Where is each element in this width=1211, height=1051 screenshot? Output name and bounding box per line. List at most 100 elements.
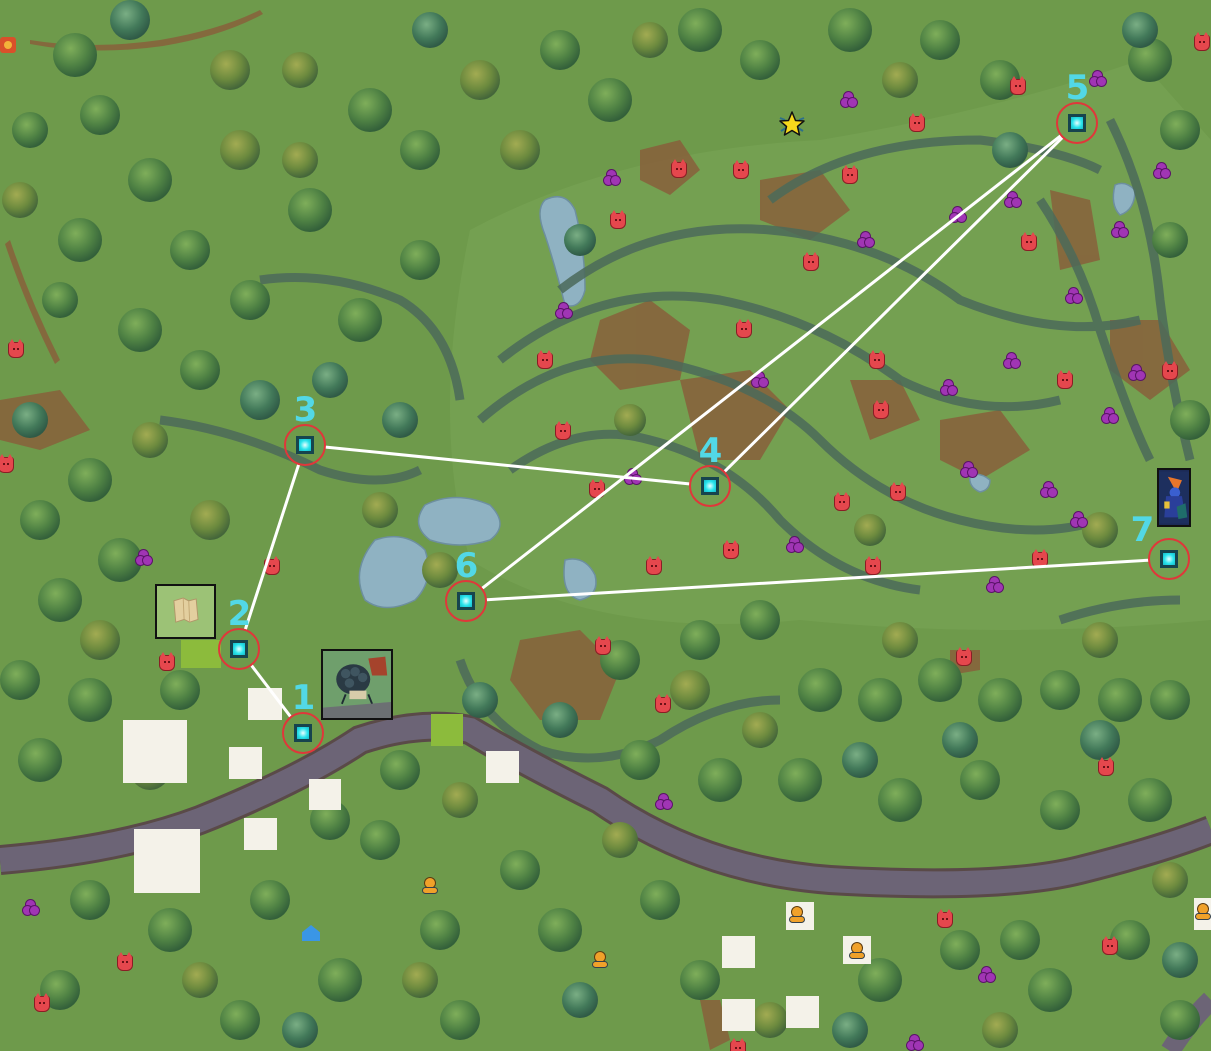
character-thumbnail-wizard[interactable]	[1157, 468, 1191, 527]
route-segment-3-4	[324, 445, 691, 486]
enemy-icon[interactable]	[737, 319, 751, 337]
waypoint-ring-5[interactable]	[1056, 102, 1098, 144]
enemy-icon[interactable]	[538, 350, 552, 368]
waypoint-marker-icon[interactable]	[296, 436, 314, 454]
enemy-icon[interactable]	[647, 556, 661, 574]
waypoint-ring-1[interactable]	[282, 712, 324, 754]
ore-resource-icon[interactable]	[1041, 482, 1057, 498]
ore-resource-icon[interactable]	[1005, 192, 1021, 208]
waypoint-label: 6	[454, 546, 479, 586]
highlight-tile	[431, 714, 463, 746]
ore-resource-icon[interactable]	[841, 92, 857, 108]
enemy-icon[interactable]	[734, 160, 748, 178]
home-icon[interactable]	[302, 925, 320, 941]
ore-resource-icon[interactable]	[961, 462, 977, 478]
enemy-icon[interactable]	[1103, 936, 1117, 954]
npc-icon[interactable]	[1195, 904, 1211, 920]
enemy-icon[interactable]	[118, 952, 132, 970]
waypoint-ring-7[interactable]	[1148, 538, 1190, 580]
enemy-icon[interactable]	[957, 647, 971, 665]
route-segment-1-2	[250, 664, 292, 718]
enemy-icon[interactable]	[596, 636, 610, 654]
waypoint-marker-icon[interactable]	[1068, 114, 1086, 132]
placeholder-tile	[229, 747, 262, 779]
enemy-icon[interactable]	[835, 492, 849, 510]
waypoint-label: 3	[293, 390, 318, 430]
item-thumbnail-scroll[interactable]	[155, 584, 216, 639]
enemy-icon[interactable]	[9, 339, 23, 357]
enemy-icon[interactable]	[910, 113, 924, 131]
ore-resource-icon[interactable]	[556, 303, 572, 319]
ore-resource-icon[interactable]	[1154, 163, 1170, 179]
ore-resource-icon[interactable]	[1004, 353, 1020, 369]
wizard-portrait-icon	[1159, 471, 1189, 524]
ore-resource-icon[interactable]	[787, 537, 803, 553]
objective-star-icon[interactable]	[777, 109, 807, 139]
placeholder-tile	[244, 818, 277, 850]
ore-resource-icon[interactable]	[23, 900, 39, 916]
enemy-icon[interactable]	[843, 165, 857, 183]
ore-resource-icon[interactable]	[656, 794, 672, 810]
ore-resource-icon[interactable]	[858, 232, 874, 248]
enemy-icon[interactable]	[866, 556, 880, 574]
enemy-icon[interactable]	[938, 909, 952, 927]
enemy-icon[interactable]	[1058, 370, 1072, 388]
placeholder-tile	[248, 688, 282, 720]
enemy-icon[interactable]	[160, 652, 174, 670]
npc-icon[interactable]	[422, 878, 438, 894]
npc-icon[interactable]	[592, 952, 608, 968]
waypoint-marker-icon[interactable]	[1160, 550, 1178, 568]
waypoint-ring-6[interactable]	[445, 580, 487, 622]
enemy-icon[interactable]	[731, 1038, 745, 1051]
waypoint-marker-icon[interactable]	[294, 724, 312, 742]
ore-resource-icon[interactable]	[987, 577, 1003, 593]
waypoint-ring-4[interactable]	[689, 465, 731, 507]
enemy-icon[interactable]	[35, 993, 49, 1011]
enemy-icon[interactable]	[891, 482, 905, 500]
enemy-icon[interactable]	[804, 252, 818, 270]
waypoint-marker-icon[interactable]	[457, 592, 475, 610]
ore-resource-icon[interactable]	[1066, 288, 1082, 304]
ore-resource-icon[interactable]	[1129, 365, 1145, 381]
enemy-icon[interactable]	[874, 400, 888, 418]
ore-resource-icon[interactable]	[752, 372, 768, 388]
placeholder-tile	[786, 996, 819, 1028]
enemy-icon[interactable]	[870, 350, 884, 368]
ore-resource-icon[interactable]	[907, 1035, 923, 1051]
enemy-icon[interactable]	[611, 210, 625, 228]
waypoint-marker-icon[interactable]	[230, 640, 248, 658]
placeholder-tile	[722, 999, 755, 1031]
waypoint-label: 2	[227, 594, 252, 634]
enemy-icon[interactable]	[1022, 232, 1036, 250]
npc-icon[interactable]	[789, 907, 805, 923]
monster-thumbnail-rock-golem[interactable]	[321, 649, 393, 720]
enemy-icon[interactable]	[724, 540, 738, 558]
ore-resource-icon[interactable]	[941, 380, 957, 396]
ore-resource-icon[interactable]	[979, 967, 995, 983]
waypoint-label: 5	[1065, 68, 1090, 108]
npc-icon[interactable]	[849, 943, 865, 959]
enemy-icon[interactable]	[556, 421, 570, 439]
enemy-icon[interactable]	[1033, 549, 1047, 567]
enemy-icon[interactable]	[1099, 757, 1113, 775]
enemy-icon[interactable]	[656, 694, 670, 712]
ore-resource-icon[interactable]	[1071, 512, 1087, 528]
placeholder-tile	[309, 779, 341, 810]
enemy-icon[interactable]	[1163, 361, 1177, 379]
placeholder-tile	[486, 751, 519, 783]
enemy-icon[interactable]	[1011, 76, 1025, 94]
ore-resource-icon[interactable]	[604, 170, 620, 186]
ore-resource-icon[interactable]	[1102, 408, 1118, 424]
waypoint-ring-2[interactable]	[218, 628, 260, 670]
enemy-icon[interactable]	[0, 454, 13, 472]
enemy-icon[interactable]	[1195, 32, 1209, 50]
ore-resource-icon[interactable]	[1112, 222, 1128, 238]
waypoint-marker-icon[interactable]	[701, 477, 719, 495]
settings-gear-icon[interactable]	[0, 37, 16, 53]
ore-resource-icon[interactable]	[136, 550, 152, 566]
ore-resource-icon[interactable]	[1090, 71, 1106, 87]
enemy-icon[interactable]	[672, 159, 686, 177]
enemy-icon[interactable]	[590, 479, 604, 497]
waypoint-ring-3[interactable]	[284, 424, 326, 466]
